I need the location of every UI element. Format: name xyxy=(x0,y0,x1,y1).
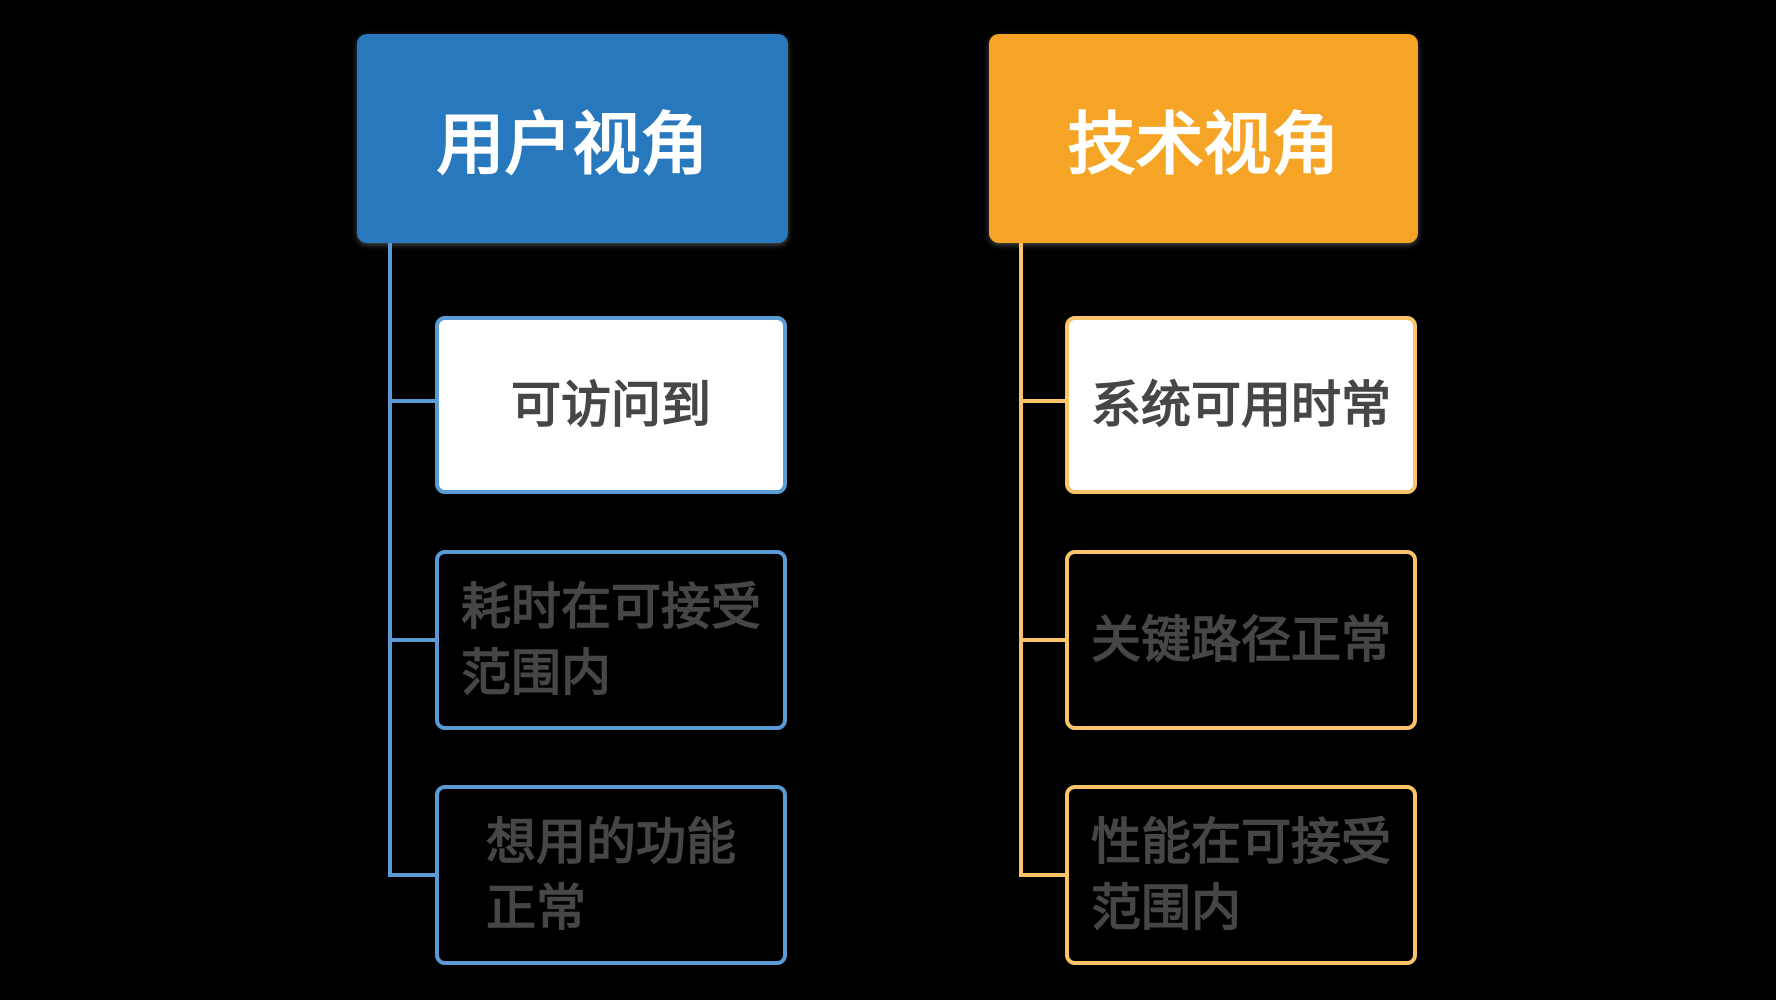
user-item-acceptable-time: 耗时在可接受 范围内 xyxy=(435,550,787,730)
tech-connector-branch-1 xyxy=(1019,399,1065,403)
user-item-features-normal: 想用的功能 正常 xyxy=(435,785,787,965)
user-item-features-normal-label: 想用的功能 正常 xyxy=(486,814,736,936)
tech-connector-branch-3 xyxy=(1019,873,1065,877)
user-perspective-header-label: 用户视角 xyxy=(436,107,709,183)
tech-item-critical-path-label: 关键路径正常 xyxy=(1091,612,1391,668)
tech-item-critical-path: 关键路径正常 xyxy=(1065,550,1417,730)
tech-connector-trunk xyxy=(1019,243,1023,877)
user-connector-branch-3 xyxy=(388,873,435,877)
tech-item-acceptable-performance: 性能在可接受 范围内 xyxy=(1065,785,1417,965)
tech-perspective-header-label: 技术视角 xyxy=(1067,107,1340,183)
user-connector-branch-1 xyxy=(388,399,435,403)
tech-item-system-availability-label: 系统可用时常 xyxy=(1091,377,1391,433)
user-connector-trunk xyxy=(388,243,392,877)
tech-item-acceptable-performance-label: 性能在可接受 范围内 xyxy=(1091,814,1391,936)
user-item-acceptable-time-label: 耗时在可接受 范围内 xyxy=(461,579,761,701)
user-connector-branch-2 xyxy=(388,638,435,642)
tech-perspective-header: 技术视角 xyxy=(989,34,1418,243)
user-item-accessible: 可访问到 xyxy=(435,316,787,494)
tech-item-system-availability: 系统可用时常 xyxy=(1065,316,1417,494)
user-item-accessible-label: 可访问到 xyxy=(511,377,711,433)
tech-connector-branch-2 xyxy=(1019,638,1065,642)
user-perspective-header: 用户视角 xyxy=(357,34,788,243)
